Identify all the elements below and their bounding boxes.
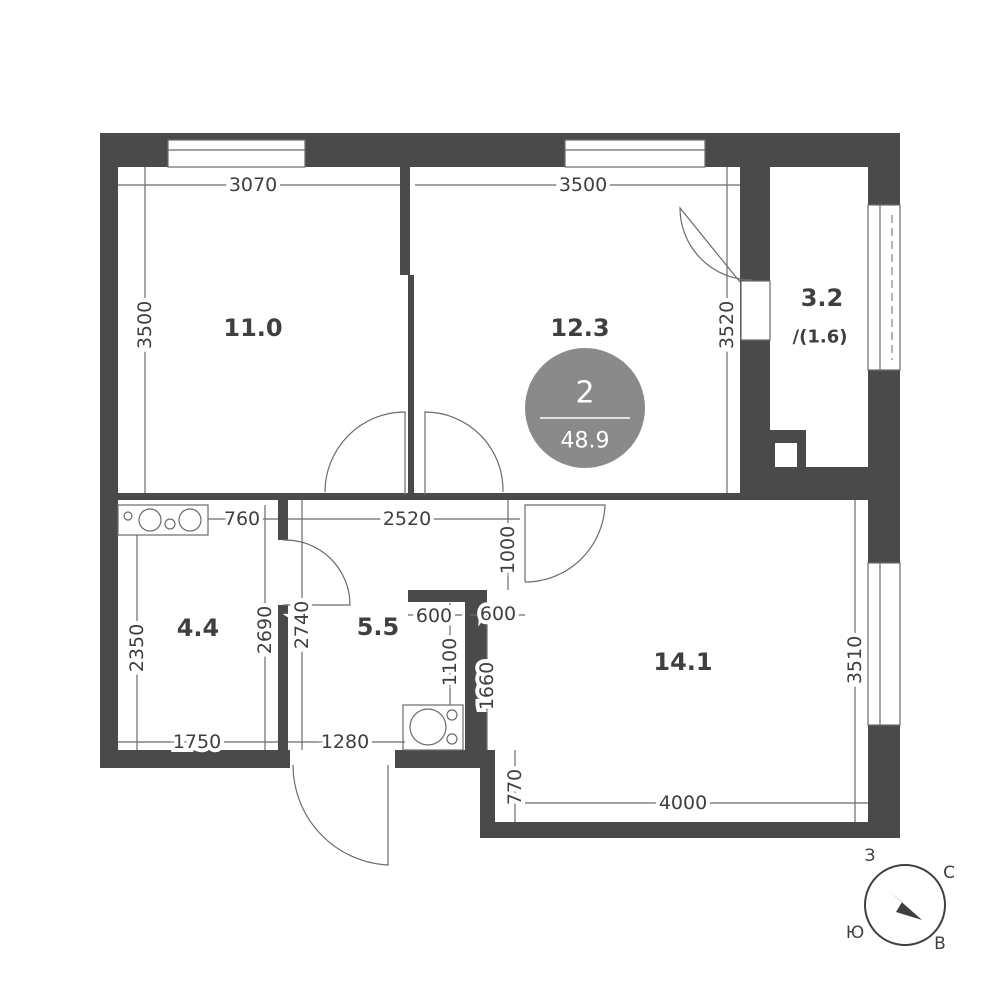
dim-label: 2740 — [291, 601, 313, 649]
kitchen-area: 4.4 — [177, 614, 220, 642]
dim-label: 2690 — [254, 606, 276, 654]
dim-label: 1660 — [476, 662, 498, 710]
shaft — [775, 443, 797, 467]
dim-label: 2520 — [383, 508, 431, 530]
door-room-b[interactable] — [424, 411, 504, 495]
room-area-12: 12.3 — [550, 314, 609, 342]
door-kitchen[interactable] — [282, 539, 351, 606]
dim-label: 3500 — [559, 174, 607, 196]
window-room-b — [564, 139, 706, 168]
compass-east: В — [934, 934, 946, 954]
dim-label: 1100 — [439, 638, 461, 686]
room-area-14: 14.1 — [653, 648, 712, 676]
interior-walls — [118, 167, 868, 838]
dim-label: 770 — [504, 769, 526, 805]
doors[interactable] — [282, 206, 753, 866]
door-balcony[interactable] — [679, 206, 753, 283]
door-entrance[interactable] — [292, 764, 389, 866]
balcony-door-frame — [740, 280, 771, 341]
dim-label: 2350 — [126, 624, 148, 672]
compass: З С Ю В — [846, 846, 955, 954]
dim-label: 3520 — [716, 301, 738, 349]
windows — [167, 139, 901, 726]
window-room-c — [867, 562, 901, 726]
door-room-a[interactable] — [324, 411, 406, 495]
apartment-badge: 2 48.9 — [525, 348, 645, 468]
dim-label: 1750 — [173, 731, 221, 753]
balcony-reduced-area: /(1.6) — [793, 327, 848, 348]
compass-north: С — [943, 863, 955, 883]
dim-label: 4000 — [659, 792, 707, 814]
window-room-a — [167, 139, 306, 168]
dim-label: 600 — [416, 605, 452, 627]
balcony-area: 3.2 — [801, 284, 844, 312]
compass-south: Ю — [846, 923, 864, 943]
hall-area: 5.5 — [357, 613, 400, 641]
dim-label: 1280 — [321, 731, 369, 753]
room-area-labels: 11.0 12.3 3.2 /(1.6) 4.4 5.5 14.1 — [177, 284, 848, 676]
compass-west: З — [865, 846, 876, 866]
dim-label: 1000 — [497, 526, 519, 574]
dim-label: 760 — [224, 508, 260, 530]
door-room-c[interactable] — [524, 504, 606, 583]
compass-arrow-icon — [888, 890, 922, 920]
stove — [117, 504, 209, 536]
dimension-lines — [118, 167, 868, 822]
rooms-count: 2 — [575, 376, 594, 411]
dim-label: 3510 — [844, 636, 866, 684]
dim-label: 3070 — [229, 174, 277, 196]
room-area-11: 11.0 — [223, 314, 282, 342]
dim-label: 600 — [480, 603, 516, 625]
washing-machine — [402, 704, 464, 751]
total-area: 48.9 — [561, 429, 610, 454]
window-balcony — [867, 204, 901, 371]
dimension-labels: 3070 3500 3500 3520 760 2520 1000 2350 2… — [122, 170, 870, 818]
dim-label: 3500 — [134, 301, 156, 349]
